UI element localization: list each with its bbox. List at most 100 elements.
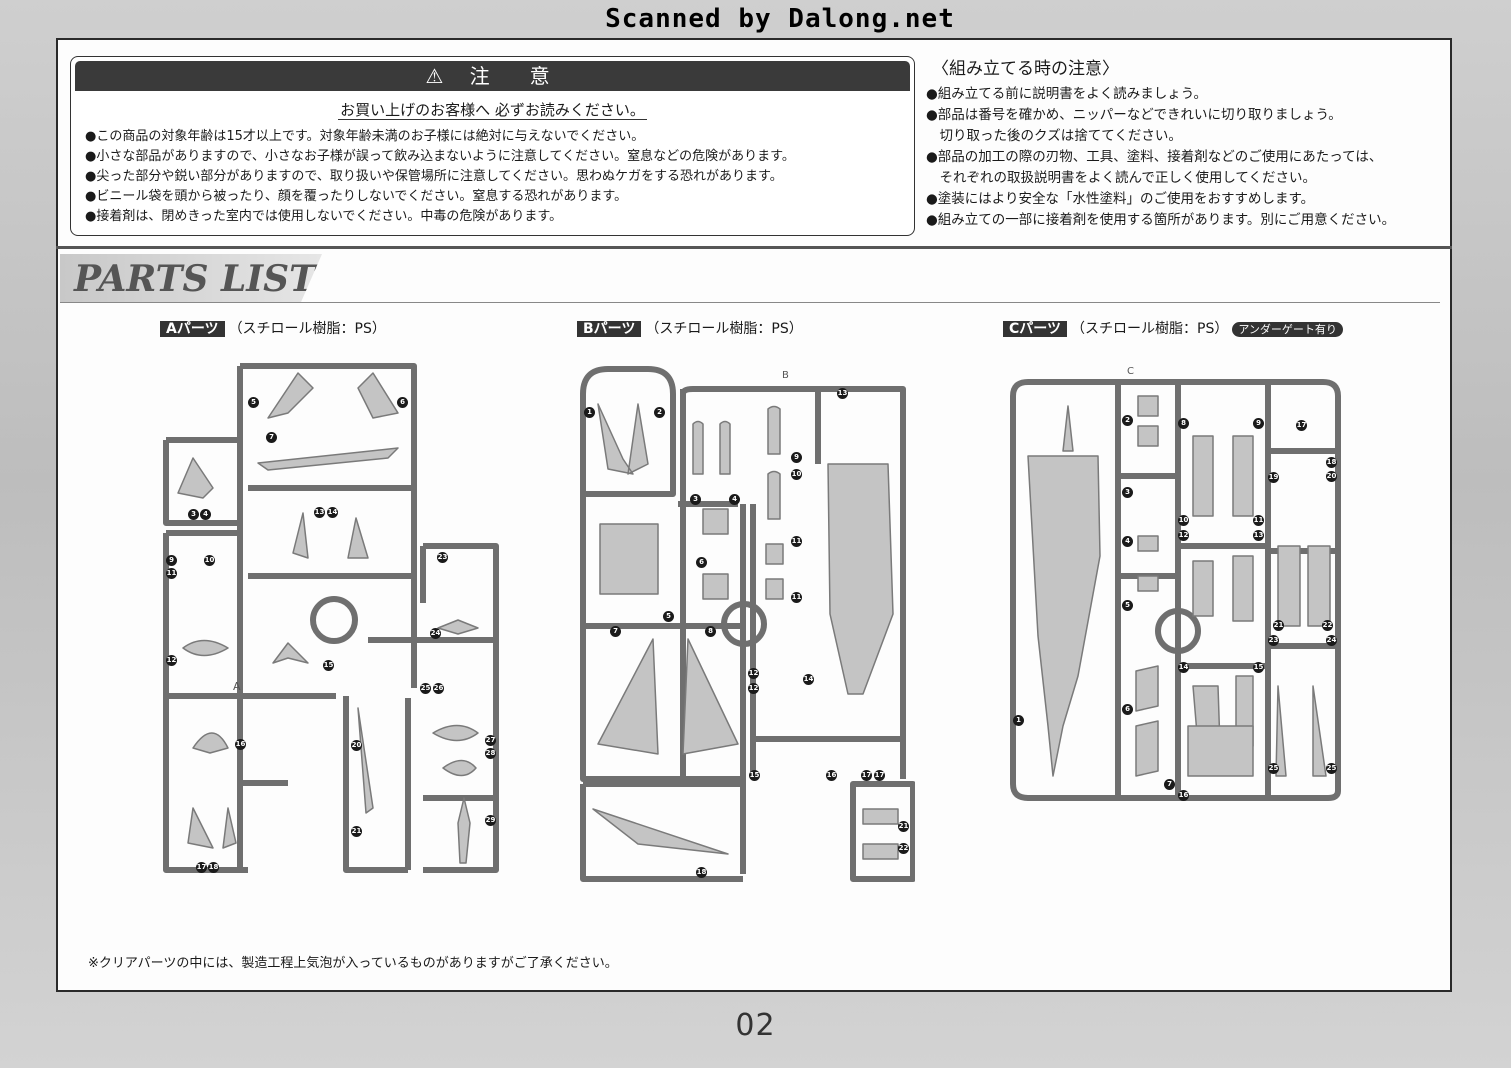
- part-number-badge: 3: [1122, 487, 1133, 498]
- part-number-badge: 18: [696, 867, 707, 878]
- part-number-badge: 3: [690, 494, 701, 505]
- part-number-badge: 14: [803, 674, 814, 685]
- part-number-badge: 2: [654, 407, 665, 418]
- frame-letter-c: C: [1127, 366, 1134, 377]
- part-number-badge: 18: [1326, 457, 1337, 468]
- part-number-badge: 13: [837, 388, 848, 399]
- part-number-badge: 16: [826, 770, 837, 781]
- part-number-badge: 16: [235, 739, 246, 750]
- assembly-notes-list: ●組み立てる前に説明書をよく読みましょう。 ●部品は番号を確かめ、ニッパーなどで…: [926, 84, 1395, 231]
- caution-item: ●尖った部分や鋭い部分がありますので、取り扱いや保管場所に注意してください。思わ…: [85, 169, 783, 184]
- runner-a-diagram: [163, 363, 499, 873]
- part-number-badge: 19: [1268, 472, 1279, 483]
- parts-list-title: PARTS LIST: [60, 254, 322, 302]
- part-number-badge: 28: [485, 748, 496, 759]
- part-number-badge: 21: [898, 821, 909, 832]
- part-number-badge: 20: [1326, 471, 1337, 482]
- part-number-badge: 25: [1268, 763, 1279, 774]
- part-number-badge: 21: [351, 826, 362, 837]
- part-number-badge: 9: [166, 555, 177, 566]
- part-number-badge: 7: [1164, 779, 1175, 790]
- runner-a-label: Aパーツ（スチロール樹脂：PS）: [160, 318, 386, 338]
- part-number-badge: 27: [485, 735, 496, 746]
- part-number-badge: 10: [791, 469, 802, 480]
- frame-letter-a: A: [233, 680, 241, 693]
- part-number-badge: 12: [748, 683, 759, 694]
- caution-header: ⚠ 注 意: [75, 61, 910, 91]
- note-item: ●部品は番号を確かめ、ニッパーなどできれいに切り取りましょう。: [926, 107, 1342, 123]
- note-item: それぞれの取扱説明書をよく読んで正しく使用してください。: [926, 170, 1317, 186]
- part-number-badge: 5: [248, 397, 259, 408]
- assembly-notes-title: 〈組み立てる時の注意〉: [932, 59, 1119, 79]
- part-number-badge: 11: [1253, 515, 1264, 526]
- part-number-badge: 4: [1122, 536, 1133, 547]
- part-number-badge: 11: [791, 592, 802, 603]
- parts-list-rule: [60, 302, 1440, 303]
- part-number-badge: 20: [351, 740, 362, 751]
- part-number-badge: 6: [397, 397, 408, 408]
- part-number-badge: 6: [1122, 704, 1133, 715]
- part-number-badge: 17: [196, 862, 207, 873]
- part-number-badge: 4: [200, 509, 211, 520]
- caution-subtitle: お買い上げのお客様へ 必ずお読みください。: [338, 101, 647, 120]
- part-number-badge: 23: [437, 552, 448, 563]
- runner-c-label: Cパーツ（スチロール樹脂：PS）アンダーゲート有り: [1003, 318, 1343, 338]
- part-number-badge: 29: [485, 815, 496, 826]
- part-number-badge: 11: [791, 536, 802, 547]
- part-number-badge: 15: [749, 770, 760, 781]
- part-number-badge: 9: [791, 452, 802, 463]
- part-number-badge: 11: [166, 568, 177, 579]
- clear-parts-footnote: ※クリアパーツの中には、製造工程上気泡が入っているものがありますがご了承ください…: [88, 956, 618, 971]
- part-number-badge: 17: [861, 770, 872, 781]
- page-number: 02: [735, 1008, 776, 1043]
- part-number-badge: 22: [898, 843, 909, 854]
- part-number-badge: 7: [266, 432, 277, 443]
- frame-letter-b: B: [782, 370, 789, 381]
- part-number-badge: 26: [433, 683, 444, 694]
- part-number-badge: 15: [323, 660, 334, 671]
- part-number-badge: 25: [420, 683, 431, 694]
- part-number-badge: 5: [663, 611, 674, 622]
- part-number-badge: 1: [584, 407, 595, 418]
- part-number-badge: 10: [204, 555, 215, 566]
- note-item: ●組み立てる前に説明書をよく読みましょう。: [926, 86, 1207, 102]
- part-number-badge: 10: [1178, 515, 1189, 526]
- part-number-badge: 7: [610, 626, 621, 637]
- part-number-badge: 25: [1326, 763, 1337, 774]
- part-number-badge: 15: [1253, 662, 1264, 673]
- part-number-badge: 3: [188, 509, 199, 520]
- runner-b-label: Bパーツ（スチロール樹脂：PS）: [577, 318, 803, 338]
- part-number-badge: 1: [1013, 715, 1024, 726]
- part-number-badge: 18: [208, 862, 219, 873]
- runner-c-diagram: [1010, 379, 1341, 801]
- part-number-badge: 6: [696, 557, 707, 568]
- part-number-badge: 8: [1178, 418, 1189, 429]
- part-number-badge: 4: [729, 494, 740, 505]
- caution-box: ⚠ 注 意 お買い上げのお客様へ 必ずお読みください。 ●この商品の対象年齢は1…: [70, 56, 915, 236]
- part-number-badge: 21: [1273, 620, 1284, 631]
- part-number-badge: 14: [1178, 662, 1189, 673]
- part-number-badge: 12: [166, 655, 177, 666]
- part-number-badge: 9: [1253, 418, 1264, 429]
- part-number-badge: 12: [1178, 530, 1189, 541]
- caution-title: 注 意: [469, 64, 560, 88]
- part-number-badge: 24: [1326, 635, 1337, 646]
- caution-item: ●ビニール袋を頭から被ったり、顔を覆ったりしないでください。窒息する恐れがありま…: [85, 189, 628, 204]
- runner-b-diagram: [580, 366, 915, 882]
- caution-item: ●小さな部品がありますので、小さなお子様が誤って飲み込まないように注意してくださ…: [85, 149, 795, 164]
- part-number-badge: 5: [1122, 600, 1133, 611]
- scanner-watermark: Scanned by Dalong.net: [605, 4, 955, 34]
- part-number-badge: 12: [748, 668, 759, 679]
- section-divider: [56, 246, 1452, 249]
- part-number-badge: 13: [314, 507, 325, 518]
- part-number-badge: 13: [1253, 530, 1264, 541]
- part-number-badge: 17: [1296, 420, 1307, 431]
- part-number-badge: 8: [705, 626, 716, 637]
- note-item: ●組み立ての一部に接着剤を使用する箇所があります。別にご用意ください。: [926, 212, 1396, 228]
- part-number-badge: 22: [1322, 620, 1333, 631]
- part-number-badge: 2: [1122, 415, 1133, 426]
- note-item: ●塗装にはより安全な「水性塗料」のご使用をおすすめします。: [926, 191, 1315, 207]
- part-number-badge: 14: [327, 507, 338, 518]
- under-gate-badge: アンダーゲート有り: [1232, 322, 1343, 337]
- note-item: ●部品の加工の際の刃物、工具、塗料、接着剤などのご使用にあたっては、: [926, 149, 1383, 165]
